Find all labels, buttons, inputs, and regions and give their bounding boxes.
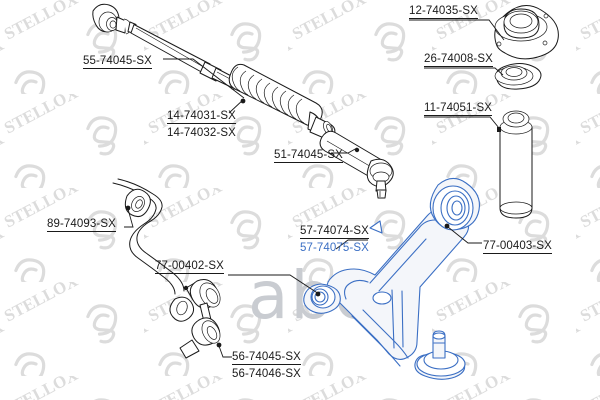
- label-57-74074-sx: 57-74074-SX: [300, 225, 369, 239]
- label-14-74032-sx: 14-74032-SX: [167, 127, 236, 139]
- label-77-00402-sx: 77-00402-SX: [155, 260, 224, 274]
- label-51-74045-sx: 51-74045-SX: [274, 149, 343, 163]
- part-inner-tie-rod: [92, 3, 240, 90]
- part-steering-rack-boot: [228, 63, 336, 140]
- part-stabilizer-bar: [112, 178, 195, 322]
- label-11-74051-sx: 11-74051-SX: [424, 102, 493, 116]
- part-lower-control-arm: [303, 177, 481, 380]
- part-strut-bearing: [494, 63, 542, 90]
- part-bump-stop-sleeve: [497, 110, 533, 219]
- label-56-74045-sx: 56-74045-SX: [232, 351, 301, 365]
- label-55-74045-sx: 55-74045-SX: [83, 55, 152, 69]
- part-outer-tie-rod-end: [319, 130, 394, 199]
- label-77-00403-sx: 77-00403-SX: [483, 240, 552, 254]
- label-89-74093-sx: 89-74093-SX: [47, 218, 116, 232]
- label-57-74075-sx: 57-74075-SX: [300, 242, 369, 254]
- label-12-74035-sx: 12-74035-SX: [409, 5, 478, 19]
- label-26-74008-sx: 26-74008-SX: [424, 53, 493, 67]
- part-strut-top-mount: [494, 5, 559, 60]
- label-14-74031-sx: 14-74031-SX: [167, 110, 236, 124]
- label-56-74046-sx: 56-74046-SX: [232, 368, 301, 380]
